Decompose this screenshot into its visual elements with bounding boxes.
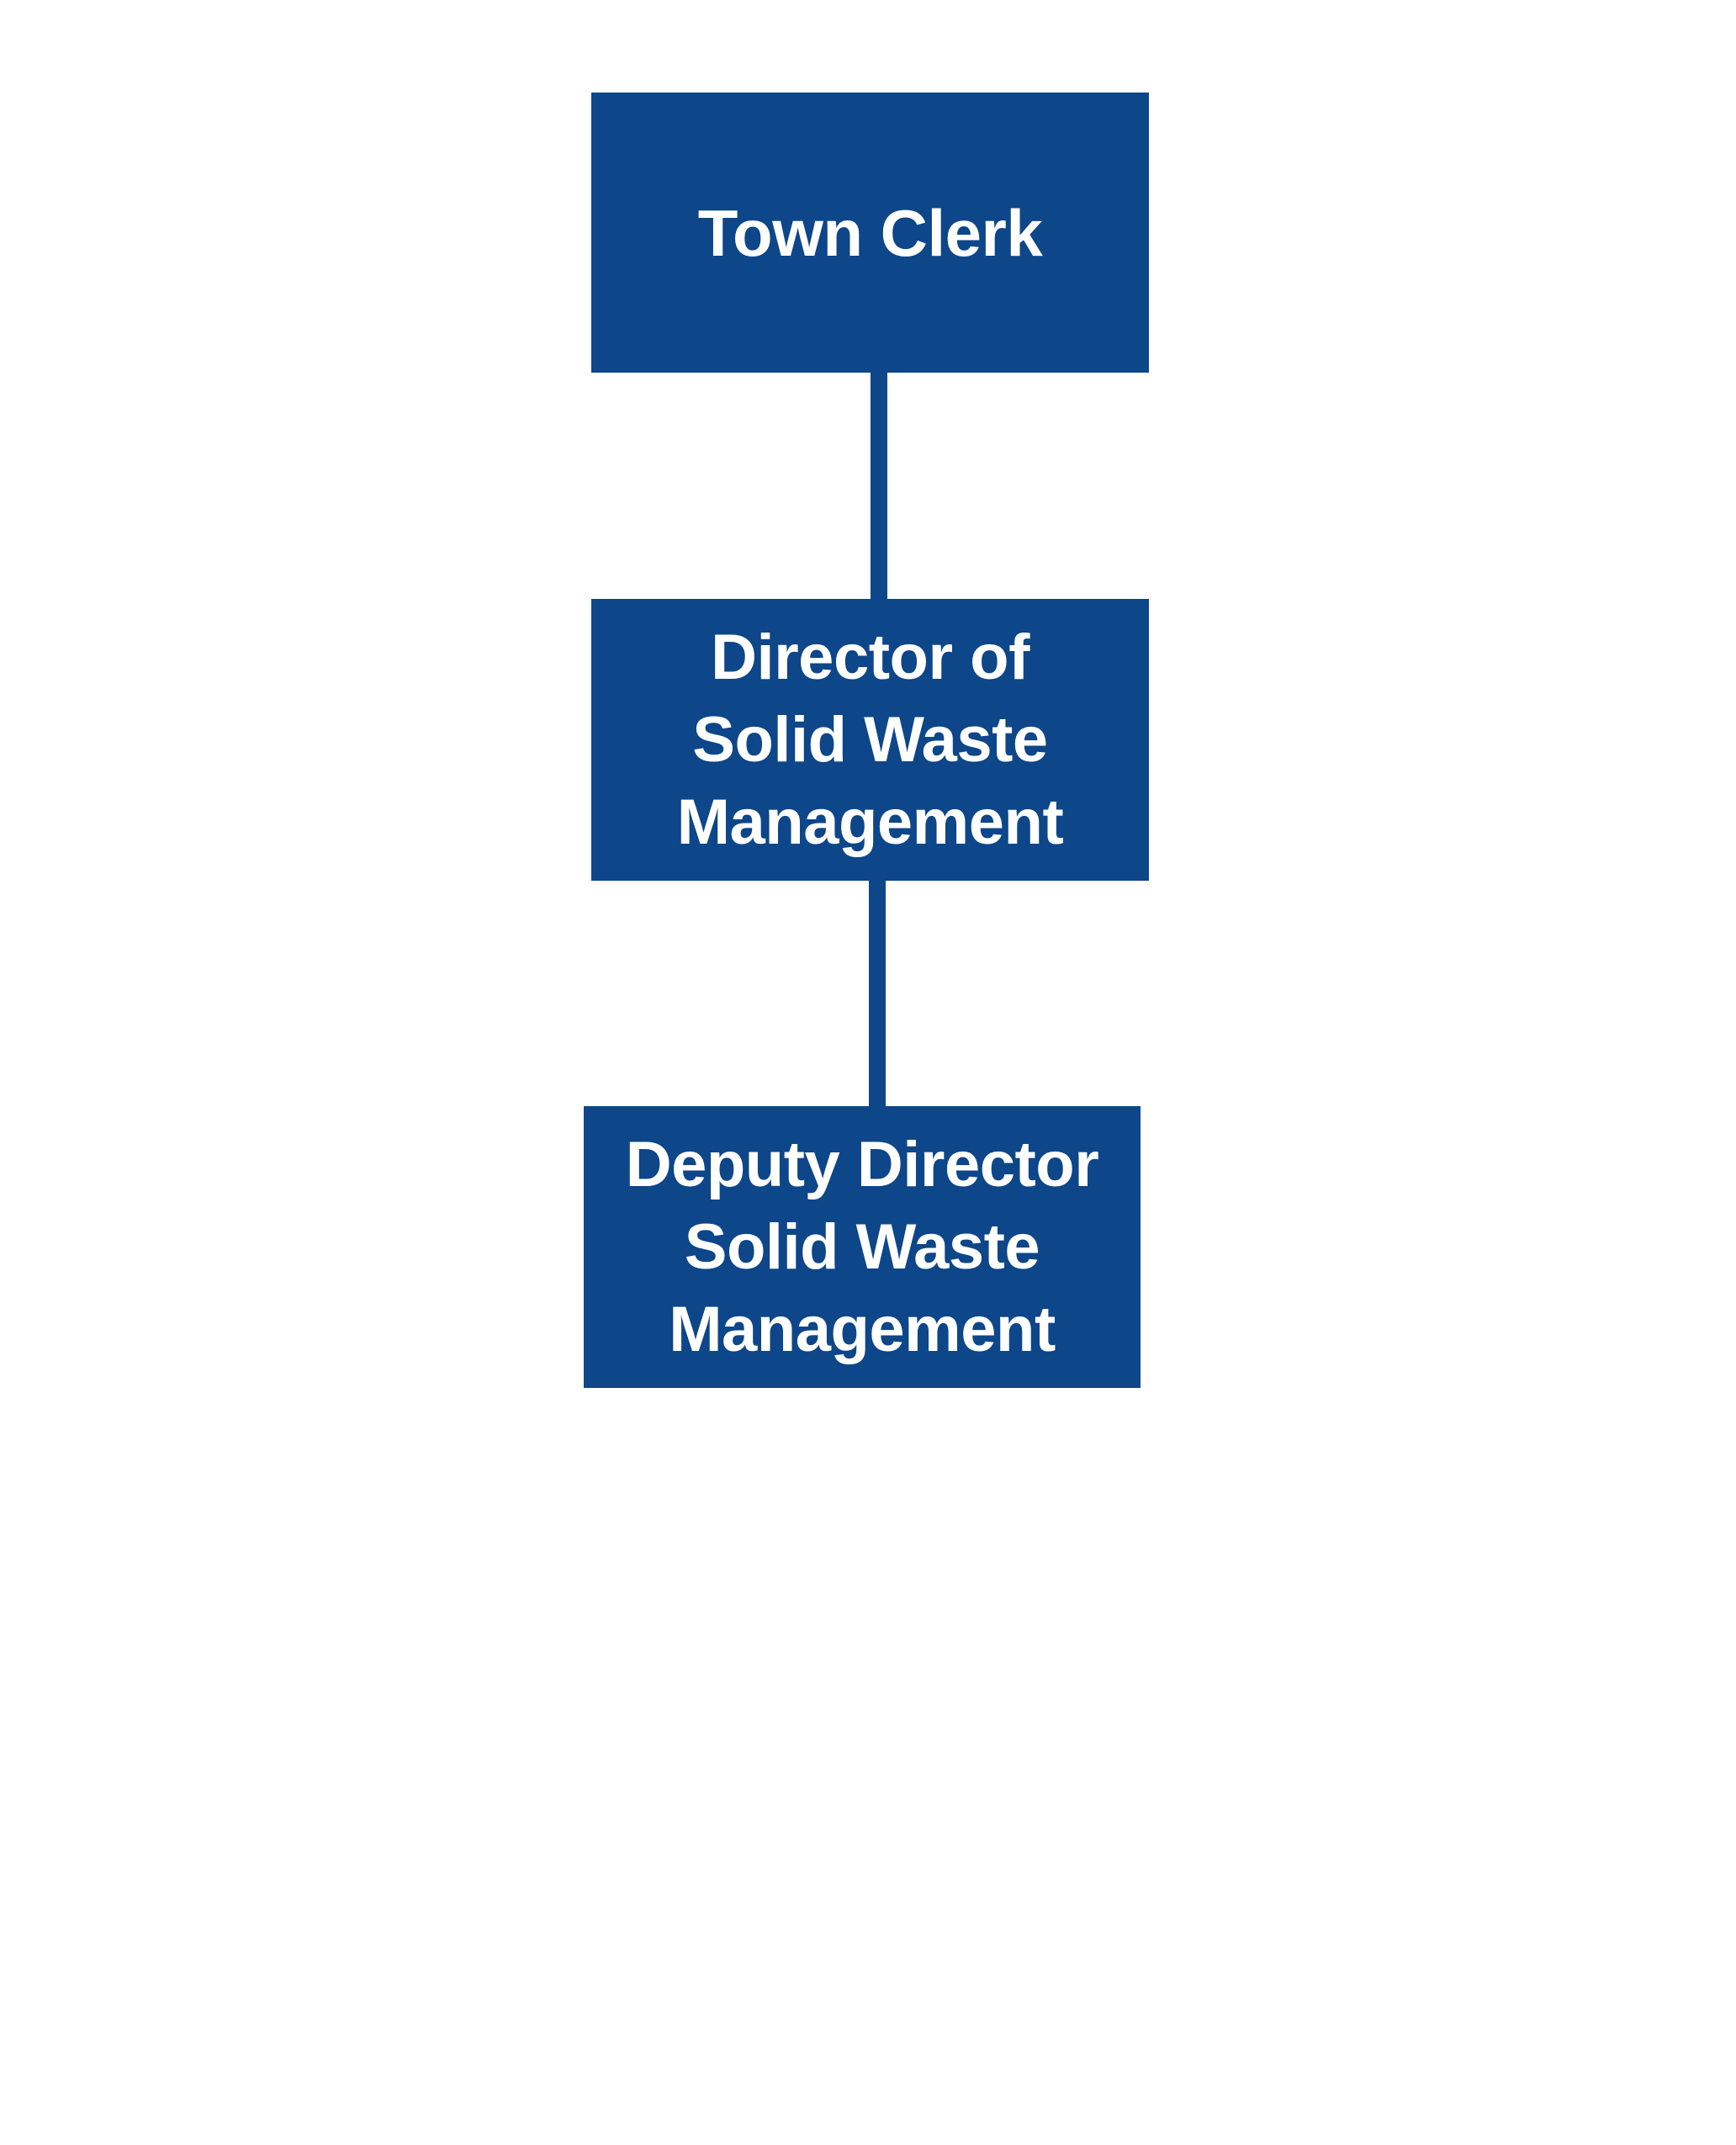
org-node-deputy-director-line-1: Deputy Director bbox=[625, 1128, 1099, 1200]
org-node-director-line-3: Management bbox=[676, 786, 1064, 858]
org-connector-town-clerk-to-director bbox=[871, 373, 887, 600]
org-node-director-line-2: Solid Waste bbox=[692, 703, 1048, 776]
org-node-deputy-director-line-3: Management bbox=[669, 1293, 1056, 1365]
org-node-deputy-director-line-2: Solid Waste bbox=[684, 1210, 1040, 1283]
org-node-town-clerk[interactable]: Town Clerk bbox=[591, 93, 1149, 373]
org-node-director-line-1: Director of bbox=[711, 621, 1029, 693]
org-node-deputy-director-solid-waste-management[interactable]: Deputy Director Solid Waste Management bbox=[584, 1106, 1141, 1388]
org-node-town-clerk-line-1: Town Clerk bbox=[697, 195, 1043, 270]
org-connector-director-to-deputy-director bbox=[869, 881, 886, 1107]
org-node-director-of-solid-waste-management[interactable]: Director of Solid Waste Management bbox=[591, 599, 1149, 881]
